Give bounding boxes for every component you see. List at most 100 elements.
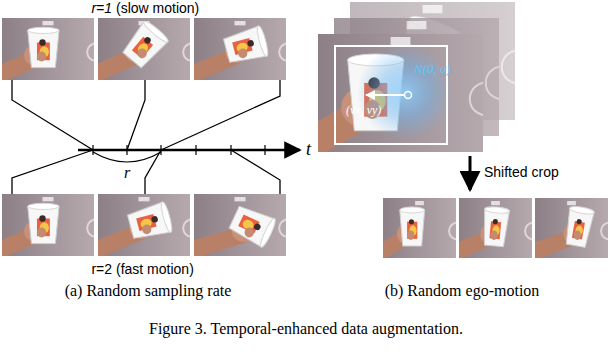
cup-print	[247, 39, 255, 47]
axis-tick	[195, 145, 196, 155]
sample-line	[12, 150, 93, 194]
panel-a	[0, 18, 300, 259]
subfigure-label: (a) Random sampling rate	[65, 282, 232, 300]
fingers	[37, 51, 46, 61]
paper-cup	[28, 27, 59, 67]
wall-sticker	[42, 21, 53, 25]
cup-body	[400, 210, 425, 246]
axis-tick	[264, 145, 265, 155]
cup-rim	[28, 27, 59, 33]
time-symbol: t	[306, 139, 311, 160]
fingers	[37, 227, 46, 237]
paper-cup	[120, 19, 170, 70]
motion-note: (slow motion)	[116, 0, 199, 16]
wall-sticker	[138, 197, 149, 201]
wall-ring	[183, 43, 190, 60]
fingers	[138, 48, 147, 58]
cup-print	[39, 215, 45, 221]
wall-ring	[486, 66, 499, 99]
cup-rim	[256, 25, 270, 57]
crop-box	[335, 46, 447, 144]
cup-rim	[569, 205, 594, 215]
paper-cup	[28, 203, 59, 243]
paper-cup	[127, 201, 174, 242]
motion-note: (fast motion)	[116, 261, 194, 277]
wall-ring	[87, 219, 94, 236]
video-frame	[2, 194, 94, 256]
wall-ring	[279, 43, 286, 60]
paper-cup	[228, 203, 278, 248]
wall-ring	[470, 82, 483, 115]
wall-ring	[502, 50, 515, 83]
velocity-label: (vx, vy)	[346, 104, 381, 118]
cup-rim	[142, 19, 170, 44]
wall-sticker	[415, 201, 424, 205]
cup-print	[39, 39, 45, 45]
fingers	[574, 230, 581, 240]
fingers	[245, 227, 254, 237]
video-frame	[383, 198, 456, 258]
cup-print	[253, 223, 262, 232]
sample-line	[127, 80, 145, 150]
cup-body	[28, 30, 59, 67]
fingers	[142, 224, 151, 234]
paper-cup	[482, 206, 510, 247]
video-frame	[98, 18, 190, 80]
motion-vector	[366, 94, 405, 96]
sample-line	[12, 80, 93, 150]
distribution-label: N(0, σ)	[414, 62, 451, 77]
cup-print	[493, 219, 499, 225]
video-frame	[535, 198, 608, 258]
cup-print	[132, 37, 153, 59]
crop-center	[405, 92, 412, 99]
wall-sticker	[234, 197, 245, 201]
wall-sticker	[423, 5, 443, 13]
fingers	[407, 230, 414, 240]
rate-symbol: r	[124, 164, 130, 182]
cup-rim	[484, 206, 509, 214]
wall-sticker	[407, 21, 427, 29]
fingers	[490, 230, 497, 240]
rate-bracket	[93, 152, 161, 162]
wall-ring	[183, 219, 190, 236]
wall-sticker	[234, 21, 245, 25]
video-frame	[2, 18, 94, 80]
cup-rim	[160, 201, 174, 233]
time-axis	[78, 149, 300, 152]
step-label: Shifted crop	[484, 164, 559, 180]
wall-ring	[87, 43, 94, 60]
cup-print	[151, 215, 159, 223]
cup-body	[120, 22, 168, 71]
video-frame	[194, 18, 286, 80]
sample-line	[161, 80, 280, 150]
down-arrow	[469, 156, 472, 190]
cup-print	[409, 219, 414, 224]
video-frame	[318, 34, 483, 152]
fingers	[238, 48, 247, 58]
video-frame	[194, 194, 286, 256]
video-frame	[459, 198, 532, 258]
cup-rim	[400, 207, 425, 213]
wall-sticker	[391, 37, 411, 45]
subfigure-label: (b) Random ego-motion	[385, 282, 540, 300]
rate-label: r=2	[91, 261, 112, 277]
cup-print	[576, 219, 582, 225]
paper-cup	[400, 207, 425, 246]
wall-ring	[279, 219, 286, 236]
panel-b	[316, 2, 613, 261]
video-frame	[98, 194, 190, 256]
wall-sticker	[42, 197, 53, 201]
wall-ring	[601, 223, 608, 240]
rate-label: r=1	[91, 0, 112, 16]
wall-sticker	[567, 201, 576, 205]
cup-body	[28, 206, 59, 243]
cup-rim	[28, 203, 59, 209]
cup-rim	[258, 217, 277, 248]
paper-cup	[223, 25, 270, 66]
figure-caption: Figure 3. Temporal-enhanced data augment…	[149, 320, 463, 338]
paper-cup	[563, 205, 594, 248]
wall-ring	[449, 223, 456, 240]
cup-body	[482, 209, 510, 247]
